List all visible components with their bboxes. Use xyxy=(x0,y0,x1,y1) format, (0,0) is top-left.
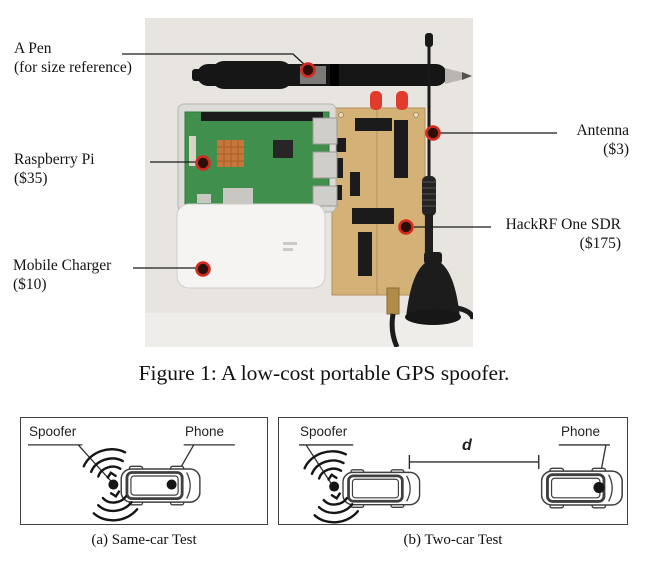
ethernet-port xyxy=(312,185,338,207)
screw xyxy=(413,112,419,118)
pen-label: A Pen (for size reference) xyxy=(14,39,132,78)
antenna-tip xyxy=(425,33,433,47)
mobile-charger-label: Mobile Charger ($10) xyxy=(13,256,111,295)
mi-logo xyxy=(283,242,297,251)
phone-dot xyxy=(593,482,605,494)
pen-tip xyxy=(445,68,464,84)
photo-illustration xyxy=(145,18,476,349)
panel-b-caption: (b) Two-car Test xyxy=(403,532,503,548)
hackrf-label-subtitle: ($175) xyxy=(579,235,621,253)
hackrf-label-title: HackRF One SDR xyxy=(505,216,621,233)
spoofer-photo xyxy=(145,18,476,349)
heatsink xyxy=(217,140,244,167)
spoofer-dot xyxy=(108,479,119,490)
pi-board xyxy=(184,111,330,205)
antenna-label: Antenna ($3) xyxy=(576,121,629,160)
panel-a-caption: (a) Same-car Test xyxy=(91,532,197,548)
spoofer-label: Spoofer xyxy=(29,424,77,439)
usb-port xyxy=(312,151,338,179)
distance-label: d xyxy=(462,437,472,454)
pen-label-subtitle: (for size reference) xyxy=(14,59,132,77)
raspberry-pi xyxy=(177,103,338,213)
hackrf-label: HackRF One SDR ($175) xyxy=(506,215,621,254)
hackrf-one xyxy=(331,91,426,349)
same-car-diagram xyxy=(28,444,235,524)
antenna-label-title: Antenna xyxy=(576,122,629,139)
cable xyxy=(456,305,476,320)
antenna-label-subtitle: ($3) xyxy=(603,141,629,159)
micro-usb-port xyxy=(197,194,211,203)
cable xyxy=(389,313,400,349)
pen-label-title: A Pen xyxy=(14,40,52,57)
gpio-header xyxy=(201,112,323,121)
car xyxy=(120,465,201,506)
raspberry-pi-label-title: Raspberry Pi xyxy=(14,151,95,168)
figure-caption: Figure 1: A low-cost portable GPS spoofe… xyxy=(138,361,510,385)
raspberry-pi-label: Raspberry Pi ($35) xyxy=(14,150,95,189)
sma-caps xyxy=(370,91,408,110)
soc-chip xyxy=(273,140,293,158)
pin-headers xyxy=(332,118,408,276)
phone-car xyxy=(540,467,623,509)
panel-same-car: Spoofer Phone xyxy=(20,417,268,525)
antenna xyxy=(422,33,436,262)
raspberry-pi-label-subtitle: ($35) xyxy=(14,170,48,188)
spoofer-dot xyxy=(329,481,340,492)
mobile-charger xyxy=(176,203,326,289)
phone-dot xyxy=(166,479,177,490)
sma-connector-gold xyxy=(386,287,400,315)
spoofer-car xyxy=(342,468,421,509)
panel-two-car: Spoofer Phone d xyxy=(278,417,628,525)
distance-marker xyxy=(408,454,540,469)
screw xyxy=(338,112,344,118)
pen-sticker xyxy=(300,66,326,84)
mobile-charger-label-title: Mobile Charger xyxy=(13,257,112,274)
antenna-coil xyxy=(422,176,436,216)
spoofer-label: Spoofer xyxy=(300,424,348,439)
phone-label: Phone xyxy=(561,424,601,439)
mobile-charger-label-subtitle: ($10) xyxy=(13,276,47,294)
hdmi-port xyxy=(223,188,253,204)
phone-label: Phone xyxy=(185,424,225,439)
two-car-diagram xyxy=(299,444,623,524)
antenna-base xyxy=(405,252,476,325)
usb-port xyxy=(312,117,338,145)
camera-connector xyxy=(189,136,196,166)
